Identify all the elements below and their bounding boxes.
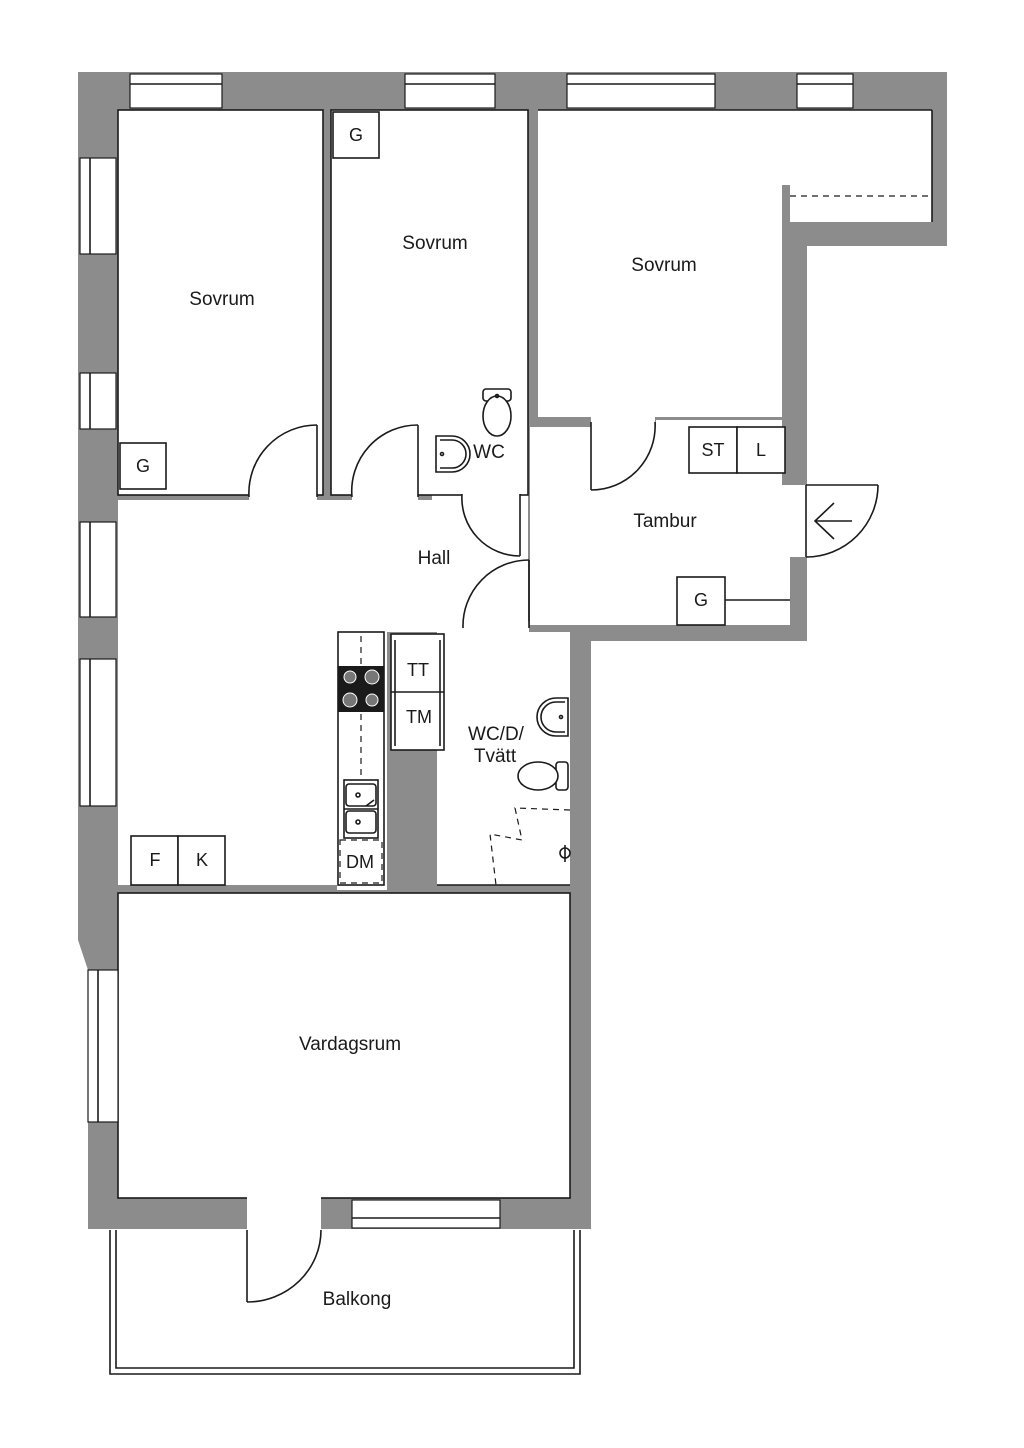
wc-sink-icon — [435, 435, 471, 473]
dishwasher-label: DM — [346, 852, 374, 872]
fridge-label: K — [196, 850, 208, 870]
room-label-balkong: Balkong — [323, 1289, 392, 1310]
freezer-label: F — [150, 850, 161, 870]
garderob-label: G — [694, 590, 708, 610]
dishwasher-outline — [339, 839, 383, 884]
window — [351, 1199, 501, 1229]
room-label-wc-d-tvatt: Tvätt — [474, 746, 517, 767]
garderob-label: G — [136, 456, 150, 476]
window — [79, 521, 117, 618]
washer-label: TM — [406, 707, 432, 727]
laundry-units — [390, 633, 445, 751]
windows — [79, 73, 854, 1229]
garderob-label: G — [349, 125, 363, 145]
linen-label: L — [756, 440, 766, 460]
room-label-sovrum: Sovrum — [402, 233, 467, 254]
room-label-wc-d-tvatt: WC/D/ — [468, 724, 525, 745]
room-label-sovrum: Sovrum — [631, 255, 696, 276]
entrance-arrow-icon — [813, 502, 852, 540]
storage-label: ST — [701, 440, 724, 460]
room-label-tambur: Tambur — [633, 511, 697, 532]
shower-head-icon — [559, 845, 571, 862]
fixture-boxes — [119, 111, 790, 886]
window — [79, 157, 117, 255]
window — [129, 73, 223, 109]
floor-areas — [118, 110, 932, 1198]
stove-icon — [338, 666, 384, 712]
doors — [246, 413, 879, 1303]
window — [79, 372, 117, 430]
room-label-hall: Hall — [418, 548, 451, 569]
window — [796, 73, 854, 109]
window — [566, 73, 716, 109]
window — [87, 969, 119, 1123]
bath-toilet-icon — [517, 761, 569, 791]
room-label-vardagsrum: Vardagsrum — [299, 1034, 401, 1055]
shower-area — [489, 807, 571, 886]
window — [79, 658, 117, 807]
window — [404, 73, 496, 109]
room-label-wc: WC — [473, 442, 505, 463]
room-label-sovrum: Sovrum — [189, 289, 254, 310]
dryer-label: TT — [407, 660, 429, 680]
bath-sink-icon — [536, 697, 569, 737]
wall-edges — [117, 109, 933, 1199]
wc-toilet-icon — [482, 388, 512, 437]
balcony — [109, 1230, 581, 1375]
kitchen-sink-icon — [345, 783, 377, 834]
